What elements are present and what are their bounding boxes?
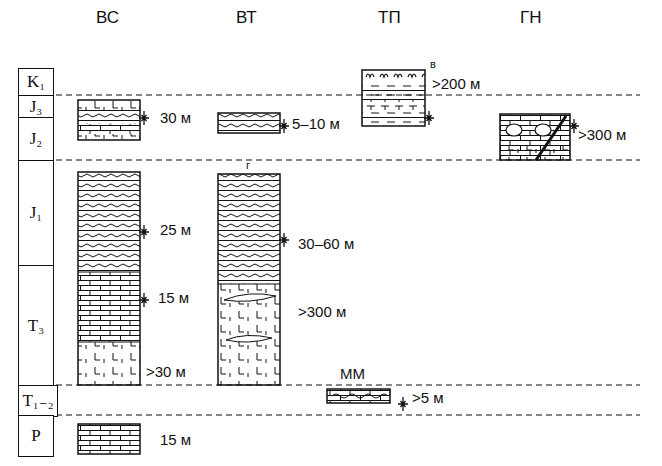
age-label: J₁	[30, 203, 43, 223]
column-name: ММ	[340, 366, 365, 383]
fossil-mark	[139, 293, 149, 307]
thickness-label: 30 м	[160, 110, 191, 127]
dashed-boundary	[56, 415, 640, 416]
age-label: P	[31, 426, 40, 446]
index-letter: в	[430, 58, 436, 70]
boundary-lines	[56, 95, 640, 415]
gn-column	[500, 114, 579, 160]
age-cell: J₁	[18, 160, 54, 267]
thickness-label: >5 м	[412, 390, 444, 407]
column-outline	[78, 100, 140, 140]
column-outline	[362, 70, 425, 126]
thickness-label: >300 м	[298, 304, 346, 321]
limestone-layer	[78, 124, 140, 134]
wave-mark	[332, 394, 388, 398]
fossil-mark	[398, 397, 408, 411]
thickness-label: 15 м	[158, 290, 189, 307]
fossil-mark	[279, 119, 289, 133]
nodule	[535, 124, 551, 136]
column-outline	[218, 113, 280, 133]
vs-column	[78, 100, 149, 454]
column-outline	[78, 172, 140, 385]
fossil-mark	[279, 233, 289, 247]
age-cell: T₃	[18, 265, 54, 387]
fossil-mark	[424, 111, 434, 125]
limestone-layer	[500, 114, 570, 160]
age-cell: K₁	[18, 68, 54, 97]
age-label: T₃	[28, 316, 44, 336]
basalt-layer	[500, 146, 570, 160]
marl-layer	[362, 82, 425, 100]
age-label: T₁₋₂	[22, 390, 53, 411]
nodule	[506, 124, 522, 136]
age-cell: T₁₋₂	[18, 385, 58, 417]
age-label: J₃	[30, 97, 43, 117]
tuff-layer	[362, 100, 425, 110]
vt-column	[218, 113, 289, 385]
vein-line	[536, 116, 566, 160]
column-outline	[218, 174, 280, 385]
layer-line	[78, 271, 140, 272]
column-outline	[500, 114, 570, 160]
column-outline	[327, 389, 390, 403]
limestone-layer	[78, 424, 140, 454]
age-cell: J₂	[18, 117, 54, 162]
marl-layer	[362, 110, 425, 126]
age-cell: J₃	[18, 95, 54, 119]
column-name: ВТ	[236, 9, 257, 28]
fossil-mark	[569, 119, 579, 133]
thickness-label: >30 м	[146, 364, 186, 381]
shale-layer	[218, 113, 280, 133]
column-name: ТП	[378, 9, 401, 28]
basalt-layer	[78, 100, 140, 110]
column-outline	[78, 424, 140, 454]
basalt-layer	[78, 342, 140, 385]
age-label: K₁	[27, 72, 45, 92]
shale-layer	[78, 172, 140, 272]
dashed-boundary	[56, 385, 640, 386]
shale-layer	[78, 110, 140, 124]
shale-layer	[218, 174, 280, 284]
thickness-label: 30–60 м	[298, 236, 354, 253]
tp-column	[362, 70, 434, 126]
fossil-mark	[139, 225, 149, 239]
shell-layer	[362, 70, 425, 82]
age-label: J₂	[30, 129, 43, 149]
thickness-label: 25 м	[160, 222, 191, 239]
fossil-mark	[139, 111, 149, 125]
age-cell: P	[18, 415, 54, 457]
thickness-label: >200 м	[432, 76, 480, 93]
column-name: ГН	[520, 9, 541, 28]
basalt-layer	[78, 134, 140, 140]
index-letter: г	[246, 159, 250, 171]
layer-line	[218, 283, 280, 284]
mm-column	[327, 389, 408, 411]
thickness-label: >300 м	[578, 127, 626, 144]
thickness-label: 15 м	[160, 432, 191, 449]
limestone-layer	[78, 272, 140, 342]
thickness-label: 5–10 м	[292, 116, 340, 133]
basalt-layer	[218, 284, 280, 385]
dashed-boundary	[56, 95, 640, 96]
layer-line	[78, 341, 140, 342]
column-name: ВС	[96, 9, 119, 28]
limestone-layer	[327, 389, 390, 403]
lens-shape	[224, 294, 276, 342]
